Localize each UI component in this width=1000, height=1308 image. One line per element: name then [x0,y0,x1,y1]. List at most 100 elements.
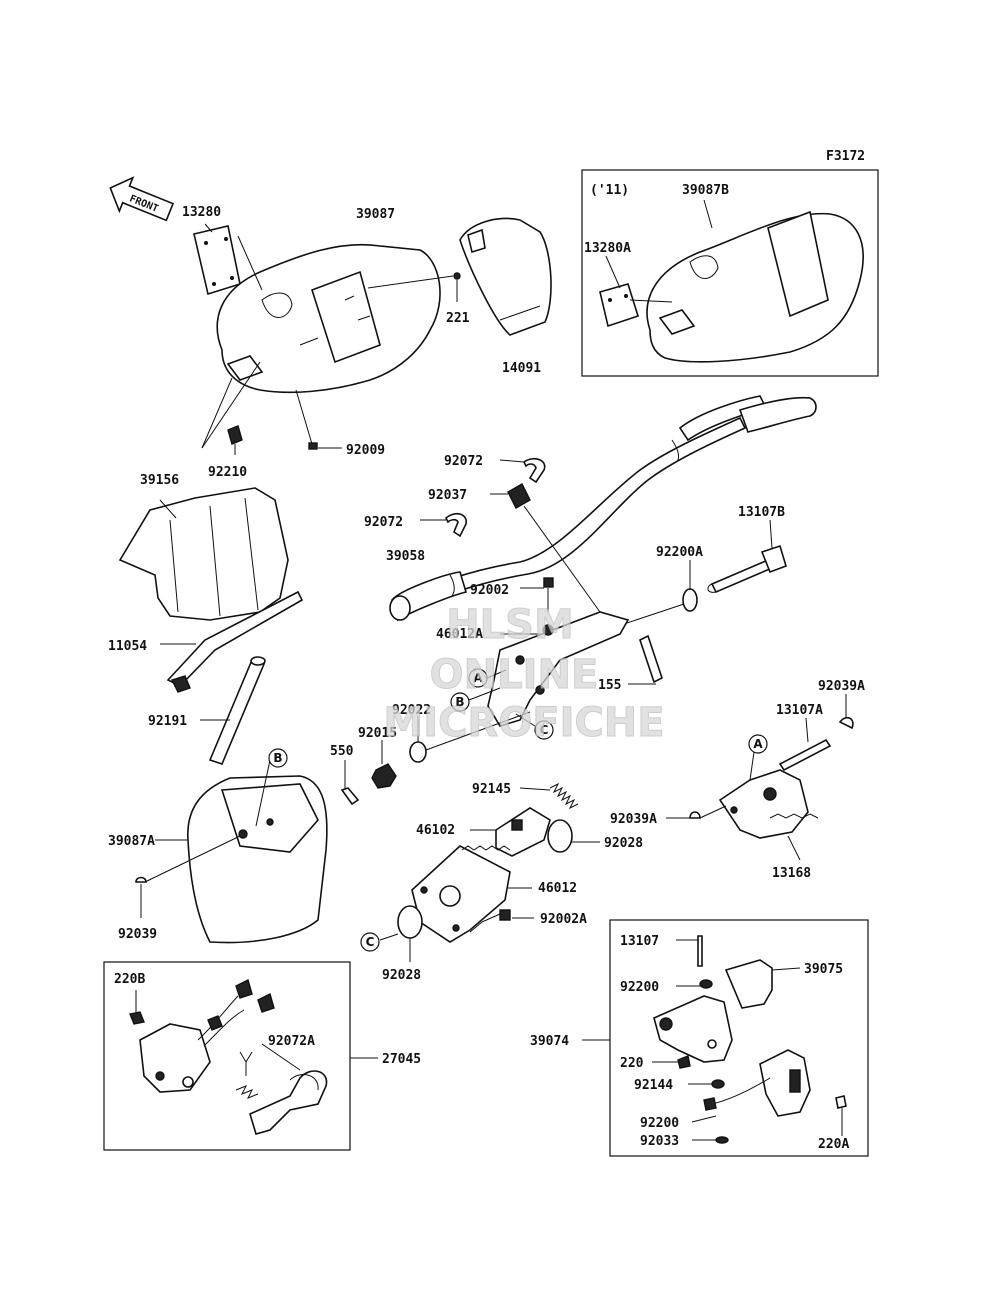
bolt-92002 [520,577,554,612]
label-14091: 14091 [502,361,541,376]
label-13168: 13168 [772,866,811,881]
label-220B: 220B [114,972,145,987]
label-27045: 27045 [382,1052,421,1067]
callout-C-upper: C [515,713,554,740]
bolt-155 [628,634,663,685]
svg-text:C: C [366,935,375,949]
label-92009: 92009 [346,443,385,458]
body-46012 [411,845,532,943]
clip-92210 [201,361,261,455]
weight-92037 [490,483,601,613]
column-46012A [487,611,630,727]
spring-92145 [549,782,579,810]
svg-text:B: B [455,695,464,709]
label-92039: 92039 [118,927,157,942]
label-13280: 13280 [182,205,221,220]
washer-92028-lower [397,905,423,939]
inset-2011: ('11) [581,169,879,377]
plate-13280 [193,223,241,296]
pad-14091 [459,217,552,336]
figure-code: F3172 [826,149,865,164]
box-39074 [582,919,869,1157]
label-92200A: 92200A [656,545,703,560]
rod-92191 [200,656,266,765]
screw-92039A-lower [666,805,727,819]
label-39156: 39156 [140,473,179,488]
callout-B-lower: B [268,748,288,768]
pin-550 [340,760,360,806]
label-92144: 92144 [634,1078,673,1093]
label-92015: 92015 [358,726,397,741]
label-39087B: 39087B [682,183,729,198]
svg-text:B: B [273,751,282,765]
washer-92200A [682,588,698,612]
label-11054: 11054 [108,639,147,654]
watermark-line-2: ONLINE [430,652,599,698]
label-155: 155 [598,678,621,693]
label-92033: 92033 [640,1134,679,1149]
bolt-92002A [469,909,534,933]
label-13280A: 13280A [584,241,631,256]
watermark: HLSM ONLINE MICROFICHE [383,602,665,747]
label-46012: 46012 [538,881,577,896]
nut-92015 [371,763,397,789]
label-92072A: 92072A [268,1034,315,1049]
box-27045 [103,961,378,1151]
cover-39087 [216,235,441,394]
bracket-13168 [718,751,819,861]
label-92022: 92022 [392,703,431,718]
label-92039A-upper: 92039A [818,679,865,694]
label-92200-lower: 92200 [640,1116,679,1131]
screw-221 [453,272,461,280]
screw-92039A-upper [838,694,854,730]
handlebar-assembly [389,395,817,622]
label-92072-upper: 92072 [444,454,483,469]
callout-B-upper: B [450,687,501,712]
washer-92028-upper [547,819,573,853]
label-92039A-lower: 92039A [610,812,657,827]
svg-text:A: A [753,737,763,751]
label-13107B: 13107B [738,505,785,520]
label-92002: 92002 [470,583,509,598]
label-13107A: 13107A [776,703,823,718]
label-13107: 13107 [620,934,659,949]
label-39058: 39058 [386,549,425,564]
label-92028-lower: 92028 [382,968,421,983]
label-92072-lower: 92072 [364,515,403,530]
pin-13107A [778,717,832,772]
label-92145: 92145 [472,782,511,797]
clamp-92072-upper [522,458,546,484]
svg-text:C: C [540,723,549,737]
bolt-13107B [707,519,787,594]
label-46102: 46102 [416,823,455,838]
front-arrow-icon: FRONT [109,176,175,222]
watermark-line-1: HLSM [446,602,574,648]
label-92037: 92037 [428,488,467,503]
label-220: 220 [620,1056,644,1071]
label-550: 550 [330,744,354,759]
label-92002A: 92002A [540,912,587,927]
cover-39156 [118,487,289,621]
label-220A: 220A [818,1137,849,1152]
callout-A-upper: A [468,668,507,688]
label-92191: 92191 [148,714,187,729]
screw-92009 [295,389,342,450]
callout-C-lower: C [360,932,380,952]
svg-text:A: A [473,671,483,685]
callout-A-right: A [748,734,768,754]
label-46012A: 46012A [436,627,483,642]
cover-39087A [135,759,328,944]
label-92028-upper: 92028 [604,836,643,851]
clamp-92072-lower [444,512,467,538]
label-39075: 39075 [804,962,843,977]
label-39087A: 39087A [108,834,155,849]
label-221: 221 [446,311,470,326]
watermark-line-3: MICROFICHE [383,700,664,746]
label-92200-upper: 92200 [620,980,659,995]
label-39087: 39087 [356,207,395,222]
inset-year-label: ('11) [590,183,629,198]
block-46102 [470,807,551,857]
label-92210: 92210 [208,465,247,480]
bracket-11054 [160,590,304,693]
